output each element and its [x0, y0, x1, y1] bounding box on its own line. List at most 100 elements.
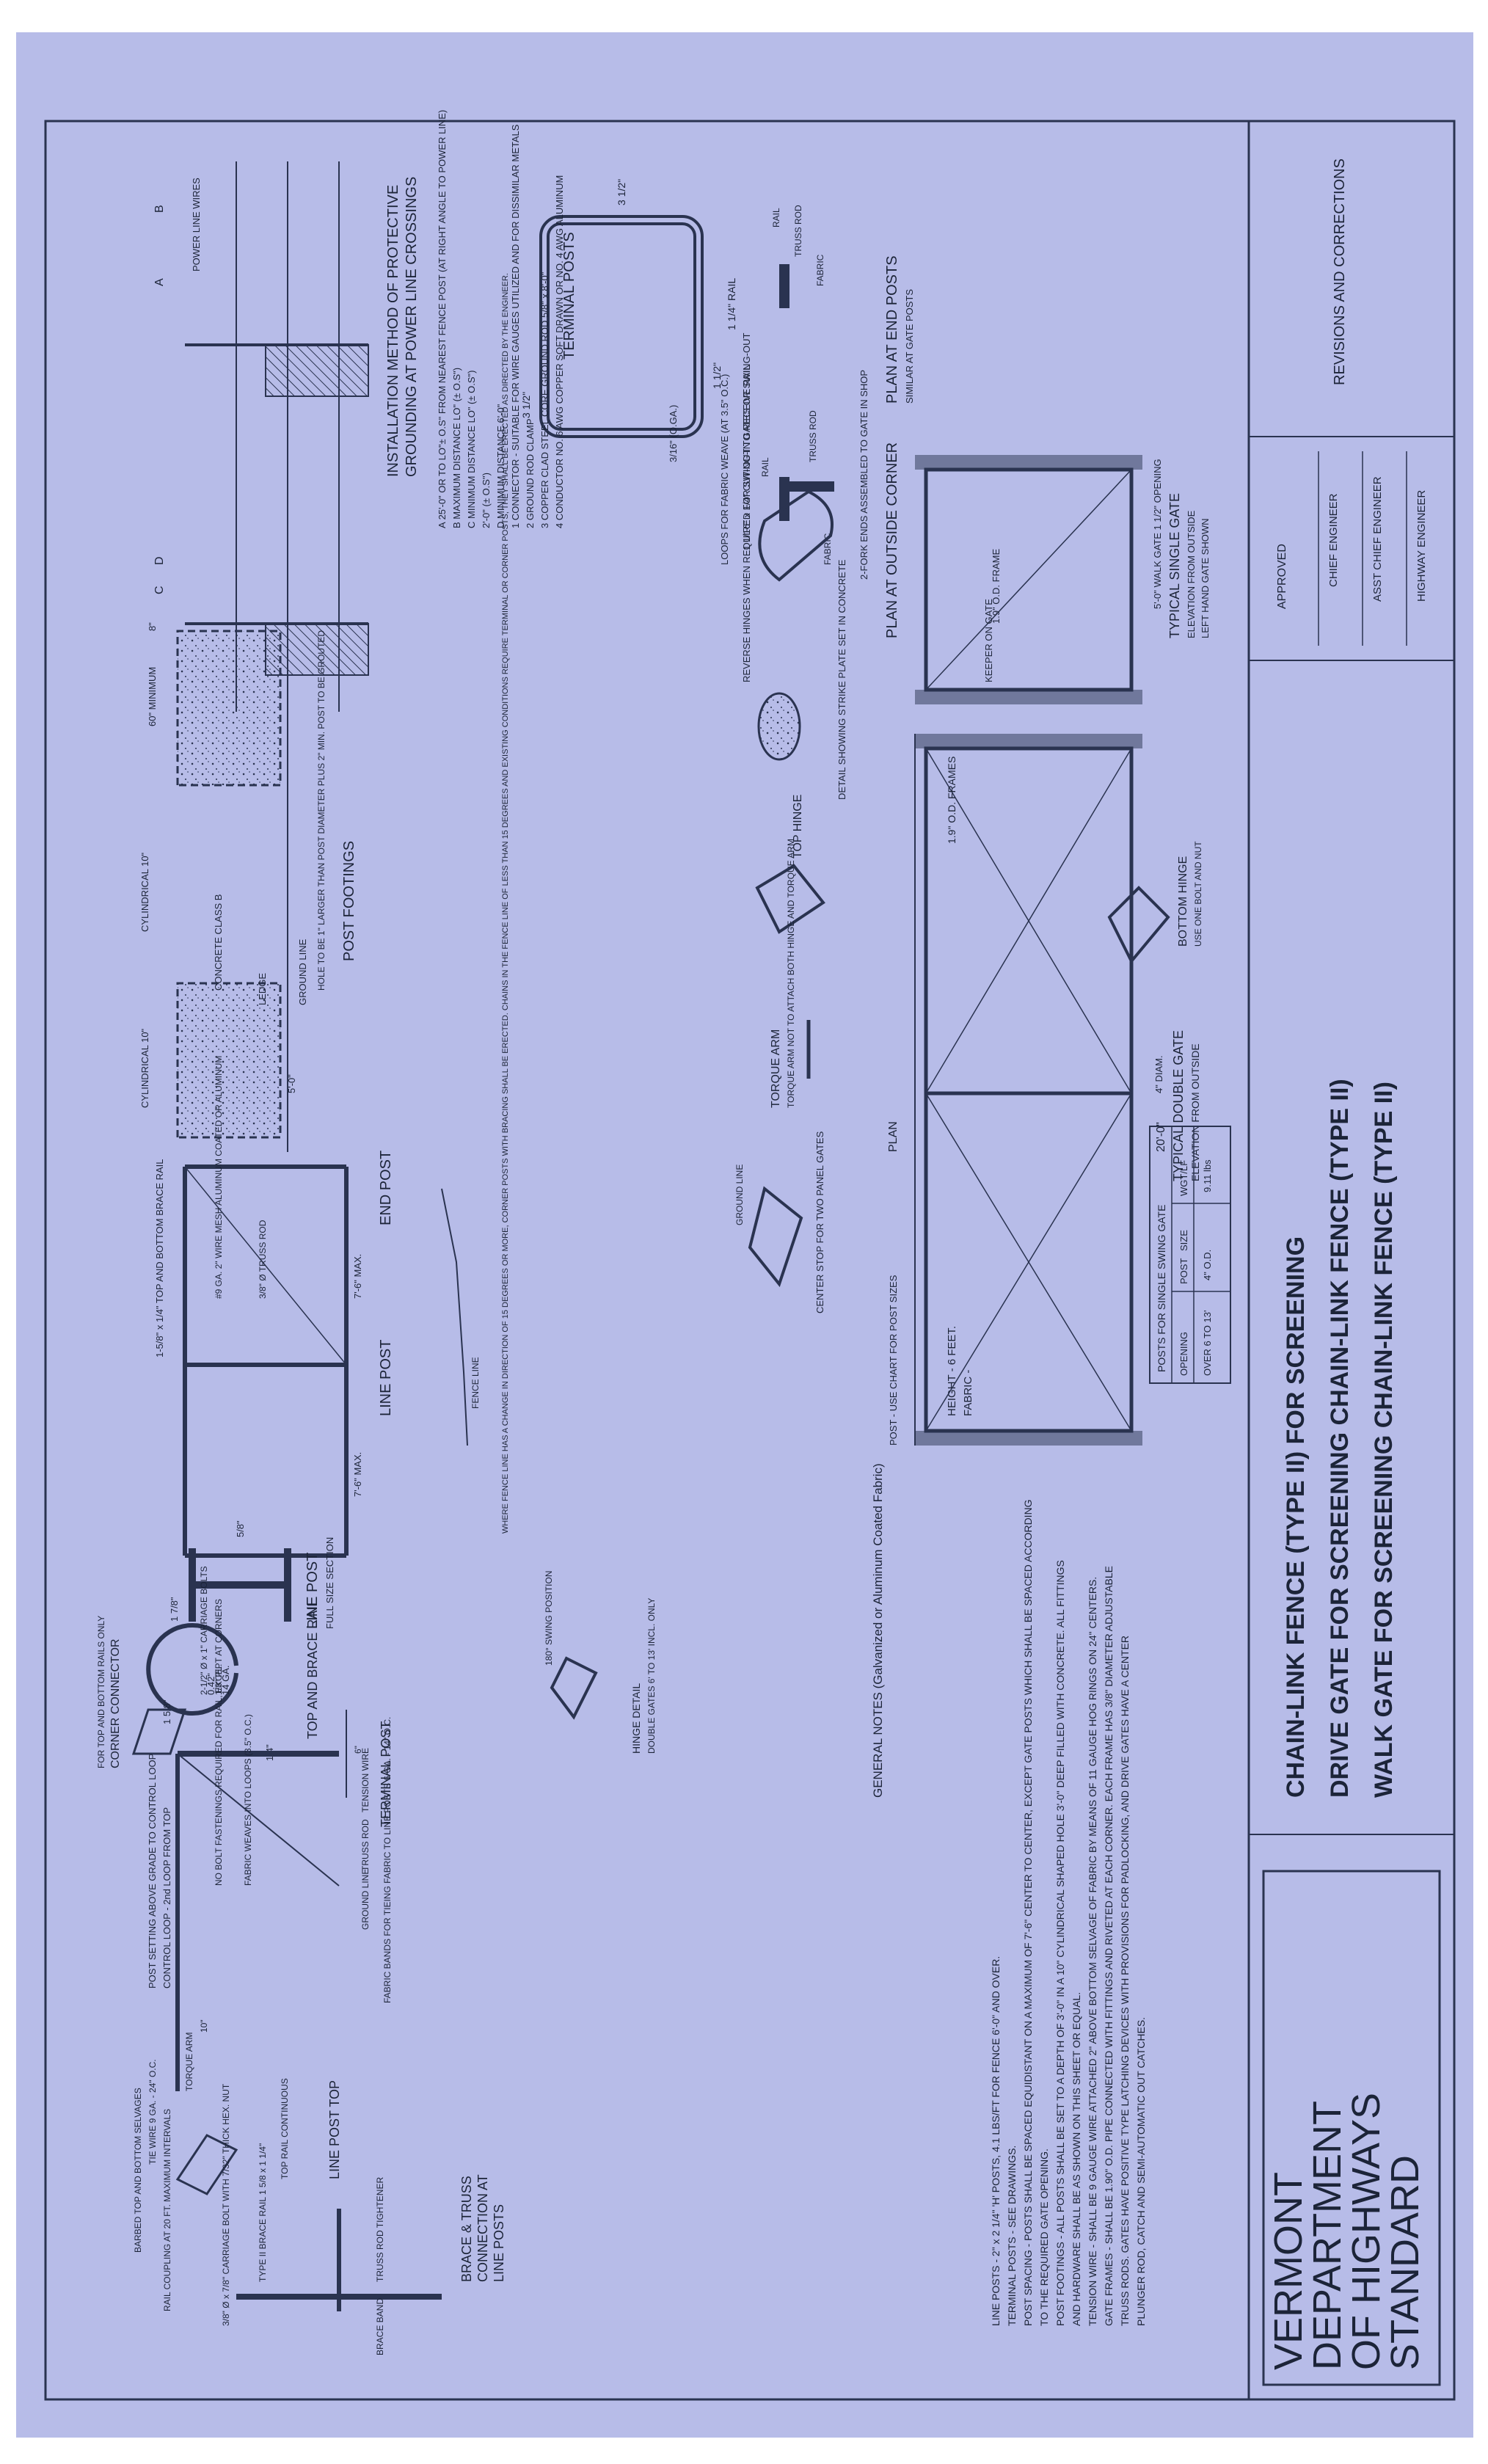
terminal-control: POST SETTING ABOVE GRADE TO CONTROL LOOP [147, 1754, 158, 1989]
footing-ledge: LEDGE [257, 973, 268, 1005]
gate-table-r1-wgt: 9.11 lbs [1202, 1159, 1213, 1192]
brace-truss-tightener: TRUSS ROD TIGHTENER [375, 2177, 385, 2282]
agency-line-1: VERMONT [1266, 2172, 1310, 2370]
strike-plate-icon [757, 692, 801, 761]
single-gate-frame-label: 1.9" O.D. FRAME [991, 549, 1002, 624]
corner-connector: CORNER CONNECTOR FOR TOP AND BOTTOM RAIL… [96, 1566, 224, 1768]
gate-table-h-opening: OPENING [1178, 1332, 1189, 1376]
line-post-top-title: LINE POST TOP [327, 2080, 342, 2179]
terminal-weaves: FABRIC WEAVES INTO LOOPS (3.5" O.C.) [243, 1714, 253, 1886]
single-gate-opening: 5'-0" WALK GATE 1 1/2" OPENING [1152, 459, 1163, 609]
fence-spacing-1: 7'-6" MAX. [352, 1254, 363, 1299]
corner-connector-title: CORNER CONNECTOR [109, 1639, 122, 1768]
brace-truss-type: TYPE II BRACE RAIL 1 5/8 x 1 1/4" [258, 2143, 268, 2282]
signatory-asst: ASST CHIEF ENGINEER [1371, 476, 1384, 602]
two-fork-icon [758, 489, 834, 582]
footing-2 [176, 982, 282, 1139]
gate-table-h-size: SIZE [1178, 1230, 1189, 1251]
terminal-dim-2: 3 1/2" [616, 179, 627, 205]
connector-icon [131, 1708, 187, 1755]
terminal-dim-1: 3 1/2" [520, 392, 532, 418]
hinge-detail-label: HINGE DETAIL [630, 1683, 642, 1754]
notes-height: HEIGHT - 6 FEET. [946, 1326, 958, 1416]
fence-elevation: 1-5/8" x 1/4" TOP AND BOTTOM BRACE RAIL … [154, 273, 510, 1558]
power-note-5: D MINIMUM DISTANCE 6'-0" [495, 404, 506, 528]
notes-line-9: TRUSS RODS. GATES HAVE POSITIVE TYPE LAT… [1119, 1636, 1131, 2326]
terminal-truss: TRUSS ROD [360, 1819, 371, 1871]
brace-truss: BRACE & TRUSS CONNECTION AT LINE POSTS 3… [221, 2083, 506, 2355]
fence-mesh: #9 GA. 2" WIRE MESH ALUMINUM COATED OR A… [214, 1056, 224, 1299]
line-post-w1: 1 7/8" [169, 1597, 180, 1622]
terminal-torque: TORQUE ARM [184, 2033, 194, 2091]
terminal-no-bolts: NO BOLT FASTENINGS REQUIRED FOR RAIL, EX… [214, 1599, 224, 1886]
revisions-label: REVISIONS AND CORRECTIONS [1332, 158, 1348, 385]
terminal-post-title: TERMINAL POST [379, 1721, 393, 1827]
notes-line-8: GATE FRAMES - SHALL BE 1.90" O.D. PIPE C… [1103, 1566, 1115, 2326]
mark-d: D [153, 556, 166, 565]
corner-connector-sub: FOR TOP AND BOTTOM RAILS ONLY [96, 1616, 106, 1768]
double-gate-sub: ELEVATION FROM OUTSIDE [1189, 1043, 1201, 1181]
brace-rail-title: TOP AND BRACE RAIL [305, 1600, 320, 1739]
terminal-bands: FABRIC BANDS FOR TIEING FABRIC TO LINE P… [382, 1717, 393, 2003]
swing-label: 180° SWING POSITION [544, 1571, 554, 1666]
two-fork-label: 2-FORK ENDS ASSEMBLED TO GATE IN SHOP [858, 370, 869, 580]
keeper-label: KEEPER ON GATE [983, 599, 994, 682]
notes-line-4: TO THE REQUIRED GATE OPENING. [1038, 2148, 1050, 2326]
power-title-1: INSTALLATION METHOD OF PROTECTIVE [385, 185, 401, 477]
brace-truss-title-3: LINE POSTS [492, 2204, 506, 2282]
general-notes: GENERAL NOTES (Galvanized or Aluminum Co… [871, 1326, 1147, 2326]
detail-showing-label: DETAIL SHOWING STRIKE PLATE SET IN CONCR… [836, 559, 847, 800]
end-post-fabric: FABRIC [815, 254, 825, 286]
gate-table-r1-opening: OVER 6 TO 13' [1202, 1311, 1213, 1376]
brace-truss-bolt: 3/8" Ø x 7/8" CARRIAGE BOLT WITH 7/32" T… [221, 2083, 231, 2326]
line-post-top-tie: TIE WIRE 9 GA. - 24" O.C. [147, 2059, 158, 2165]
hinge-detail-icon [550, 1656, 598, 1720]
terminal-post-detail: POST SETTING ABOVE GRADE TO CONTROL LOOP… [147, 1599, 393, 2091]
drawing-title-line-2: DRIVE GATE FOR SCREENING CHAIN-LINK FENC… [1326, 1079, 1354, 1798]
drawing-title-line-1: CHAIN-LINK FENCE (TYPE II) FOR SCREENING [1282, 1236, 1310, 1798]
double-gate-post-note: POST - USE CHART FOR POST SIZES [888, 1275, 899, 1446]
mark-c: C [153, 586, 166, 594]
power-note-7: 2 GROUND ROD CLAMP [525, 418, 536, 528]
power-note-3: C MINIMUM DISTANCE LO" (± O.S") [466, 371, 477, 528]
corner-connector-pl: 1/8" PL. [214, 1664, 224, 1695]
outside-corner-title: PLAN AT OUTSIDE CORNER [884, 442, 900, 638]
bottom-hinge-icon [1107, 886, 1170, 964]
line-post-top: LINE POST TOP TOP RAIL CONTINUOUS TIE WI… [133, 2059, 342, 2311]
agency-line-2: DEPARTMENT [1305, 2101, 1349, 2370]
fence-line-sketch [441, 1188, 468, 1446]
terminal-control-2: CONTROL LOOP - 2nd LOOP FROM TOP [161, 1807, 172, 1989]
bottom-hinge-label: BOTTOM HINGE [1177, 856, 1189, 947]
footing-hole-note: HOLE TO BE 1" LARGER THAN POST DIAMETER … [316, 630, 327, 991]
footing-min: 60" MINIMUM [147, 667, 158, 726]
double-gate-frame-label: 1.9" O.D. FRAMES [946, 757, 958, 844]
corner-rail: RAIL [760, 457, 770, 477]
drawing-title-line-3: WALK GATE FOR SCREENING CHAIN-LINK FENCE… [1370, 1082, 1398, 1798]
coupling-icon [175, 2134, 238, 2195]
single-gate: 5'-0" WALK GATE 1 1/2" OPENING TYPICAL S… [915, 455, 1211, 704]
rail-section-icon [146, 1623, 238, 1716]
end-posts-title: PLAN AT END POSTS [884, 255, 900, 404]
rotated-sheet: VERMONT DEPARTMENT OF HIGHWAYS STANDARD … [96, 110, 1454, 2399]
ground-line-label: GROUND LINE [734, 1164, 745, 1225]
mark-a: A [153, 278, 166, 286]
double-gate-diam: 4" DIAM. [1153, 1055, 1164, 1093]
title-block: VERMONT DEPARTMENT OF HIGHWAYS STANDARD … [1247, 121, 1454, 2399]
bottom-hinge-note: USE ONE BOLT AND NUT [1193, 841, 1203, 947]
terminal-posts-title: TERMINAL POSTS [561, 232, 577, 360]
notes-line-5: POST FOOTINGS - ALL POSTS SHALL BE SET T… [1054, 1560, 1066, 2326]
terminal-ground: GROUND LINE [360, 1869, 371, 1930]
power-note-1: A 25'-0" OR TO LO"± O.S" FROM NEAREST FE… [437, 110, 448, 528]
footing-title: POST FOOTINGS [341, 841, 357, 961]
agency-line-4: STANDARD [1383, 2155, 1427, 2370]
footing-ground: GROUND LINE [297, 938, 308, 1005]
torque-arm-note: TORQUE ARM NOT TO ATTACH BOTH HINGE AND … [786, 839, 796, 1108]
line-post-title: LINE POST [304, 1553, 321, 1629]
fence-truss: 3/8" Ø TRUSS ROD [258, 1220, 268, 1299]
top-brace-rail: TOP AND BRACE RAIL 1 5/8" 1/4" 0.42" 14 … [146, 1600, 320, 1761]
gate-posts-table: POSTS FOR SINGLE SWING GATE OPENING POST… [1149, 1126, 1231, 1384]
end-posts-sub: SIMILAR AT GATE POSTS [904, 289, 915, 404]
top-hinge-label: TOP HINGE [792, 795, 804, 859]
notes-line-10: PLUNGER ROD, CATCH AND SEMI-AUTOMATIC OU… [1135, 2017, 1147, 2326]
